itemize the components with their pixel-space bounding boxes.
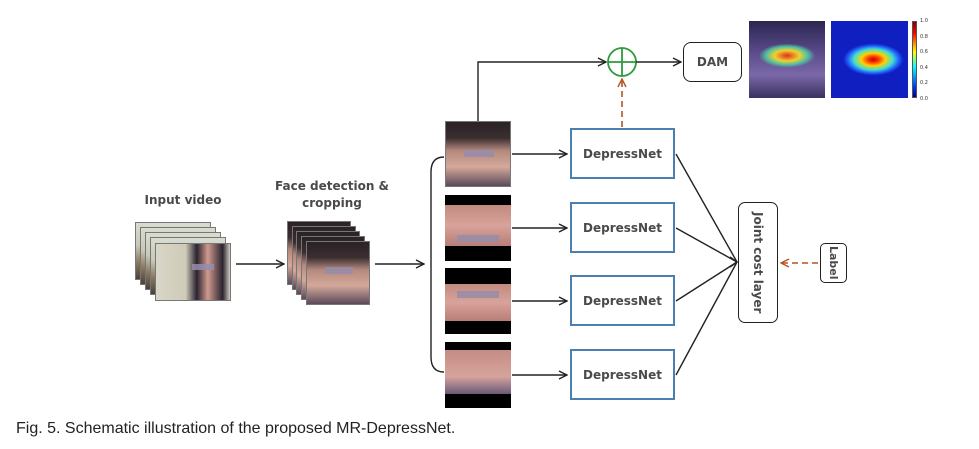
colorbar-tick: 0.6 — [920, 49, 928, 56]
line-depressnet2-to-joint — [675, 227, 738, 263]
line-depressnet4-to-joint — [675, 261, 738, 376]
region-image-mouth — [445, 342, 511, 408]
depressnet-box-2: DepressNet — [570, 202, 675, 253]
depressnet-box-4: DepressNet — [570, 349, 675, 400]
depressnet-box-3: DepressNet — [570, 275, 675, 326]
privacy-blur — [464, 150, 494, 157]
attention-heatmap — [831, 21, 908, 98]
colorbar-tick: 0.2 — [920, 80, 928, 87]
dam-box: DAM — [683, 42, 742, 82]
region-brace — [430, 156, 445, 373]
label-box: Label — [820, 243, 847, 283]
sum-node-icon — [607, 47, 637, 77]
privacy-blur — [325, 267, 353, 274]
arrowhead-joint — [729, 256, 739, 268]
face-frame-front — [306, 241, 370, 305]
dam-label: DAM — [696, 55, 729, 69]
joint-cost-layer-box: Joint cost layer — [738, 202, 778, 323]
face-detection-label: Face detection & cropping — [272, 178, 392, 212]
colorbar-tick: 0.8 — [920, 33, 928, 40]
attention-overlay-image — [749, 21, 825, 98]
face-detection-label-line1: Face detection & — [274, 179, 390, 193]
depressnet-label: DepressNet — [583, 293, 662, 308]
video-frame-front — [155, 243, 231, 301]
depressnet-label: DepressNet — [583, 367, 662, 382]
colorbar-tick: 1.0 — [920, 18, 928, 24]
input-video-label: Input video — [144, 193, 222, 207]
privacy-blur — [192, 264, 214, 270]
depressnet-label: DepressNet — [583, 146, 662, 161]
privacy-blur — [457, 235, 499, 242]
depressnet-label: DepressNet — [583, 220, 662, 235]
colorbar — [912, 21, 917, 98]
colorbar-ticks: 1.0 0.8 0.6 0.4 0.2 0.0 — [920, 18, 940, 102]
colorbar-tick: 0.4 — [920, 64, 928, 71]
joint-cost-label: Joint cost layer — [751, 211, 765, 314]
figure-caption: Fig. 5. Schematic illustration of the pr… — [16, 420, 456, 437]
label-box-text: Label — [827, 246, 840, 280]
face-detection-label-line2: cropping — [302, 196, 362, 210]
arrow-face-to-sum — [477, 62, 606, 121]
line-depressnet1-to-joint — [675, 153, 738, 263]
region-image-forehead — [445, 195, 511, 261]
line-depressnet3-to-joint — [675, 261, 738, 302]
depressnet-box-1: DepressNet — [570, 128, 675, 179]
privacy-blur — [457, 291, 499, 298]
region-image-full-face — [445, 121, 511, 187]
colorbar-tick: 0.0 — [920, 95, 928, 102]
region-image-eyes — [445, 268, 511, 334]
